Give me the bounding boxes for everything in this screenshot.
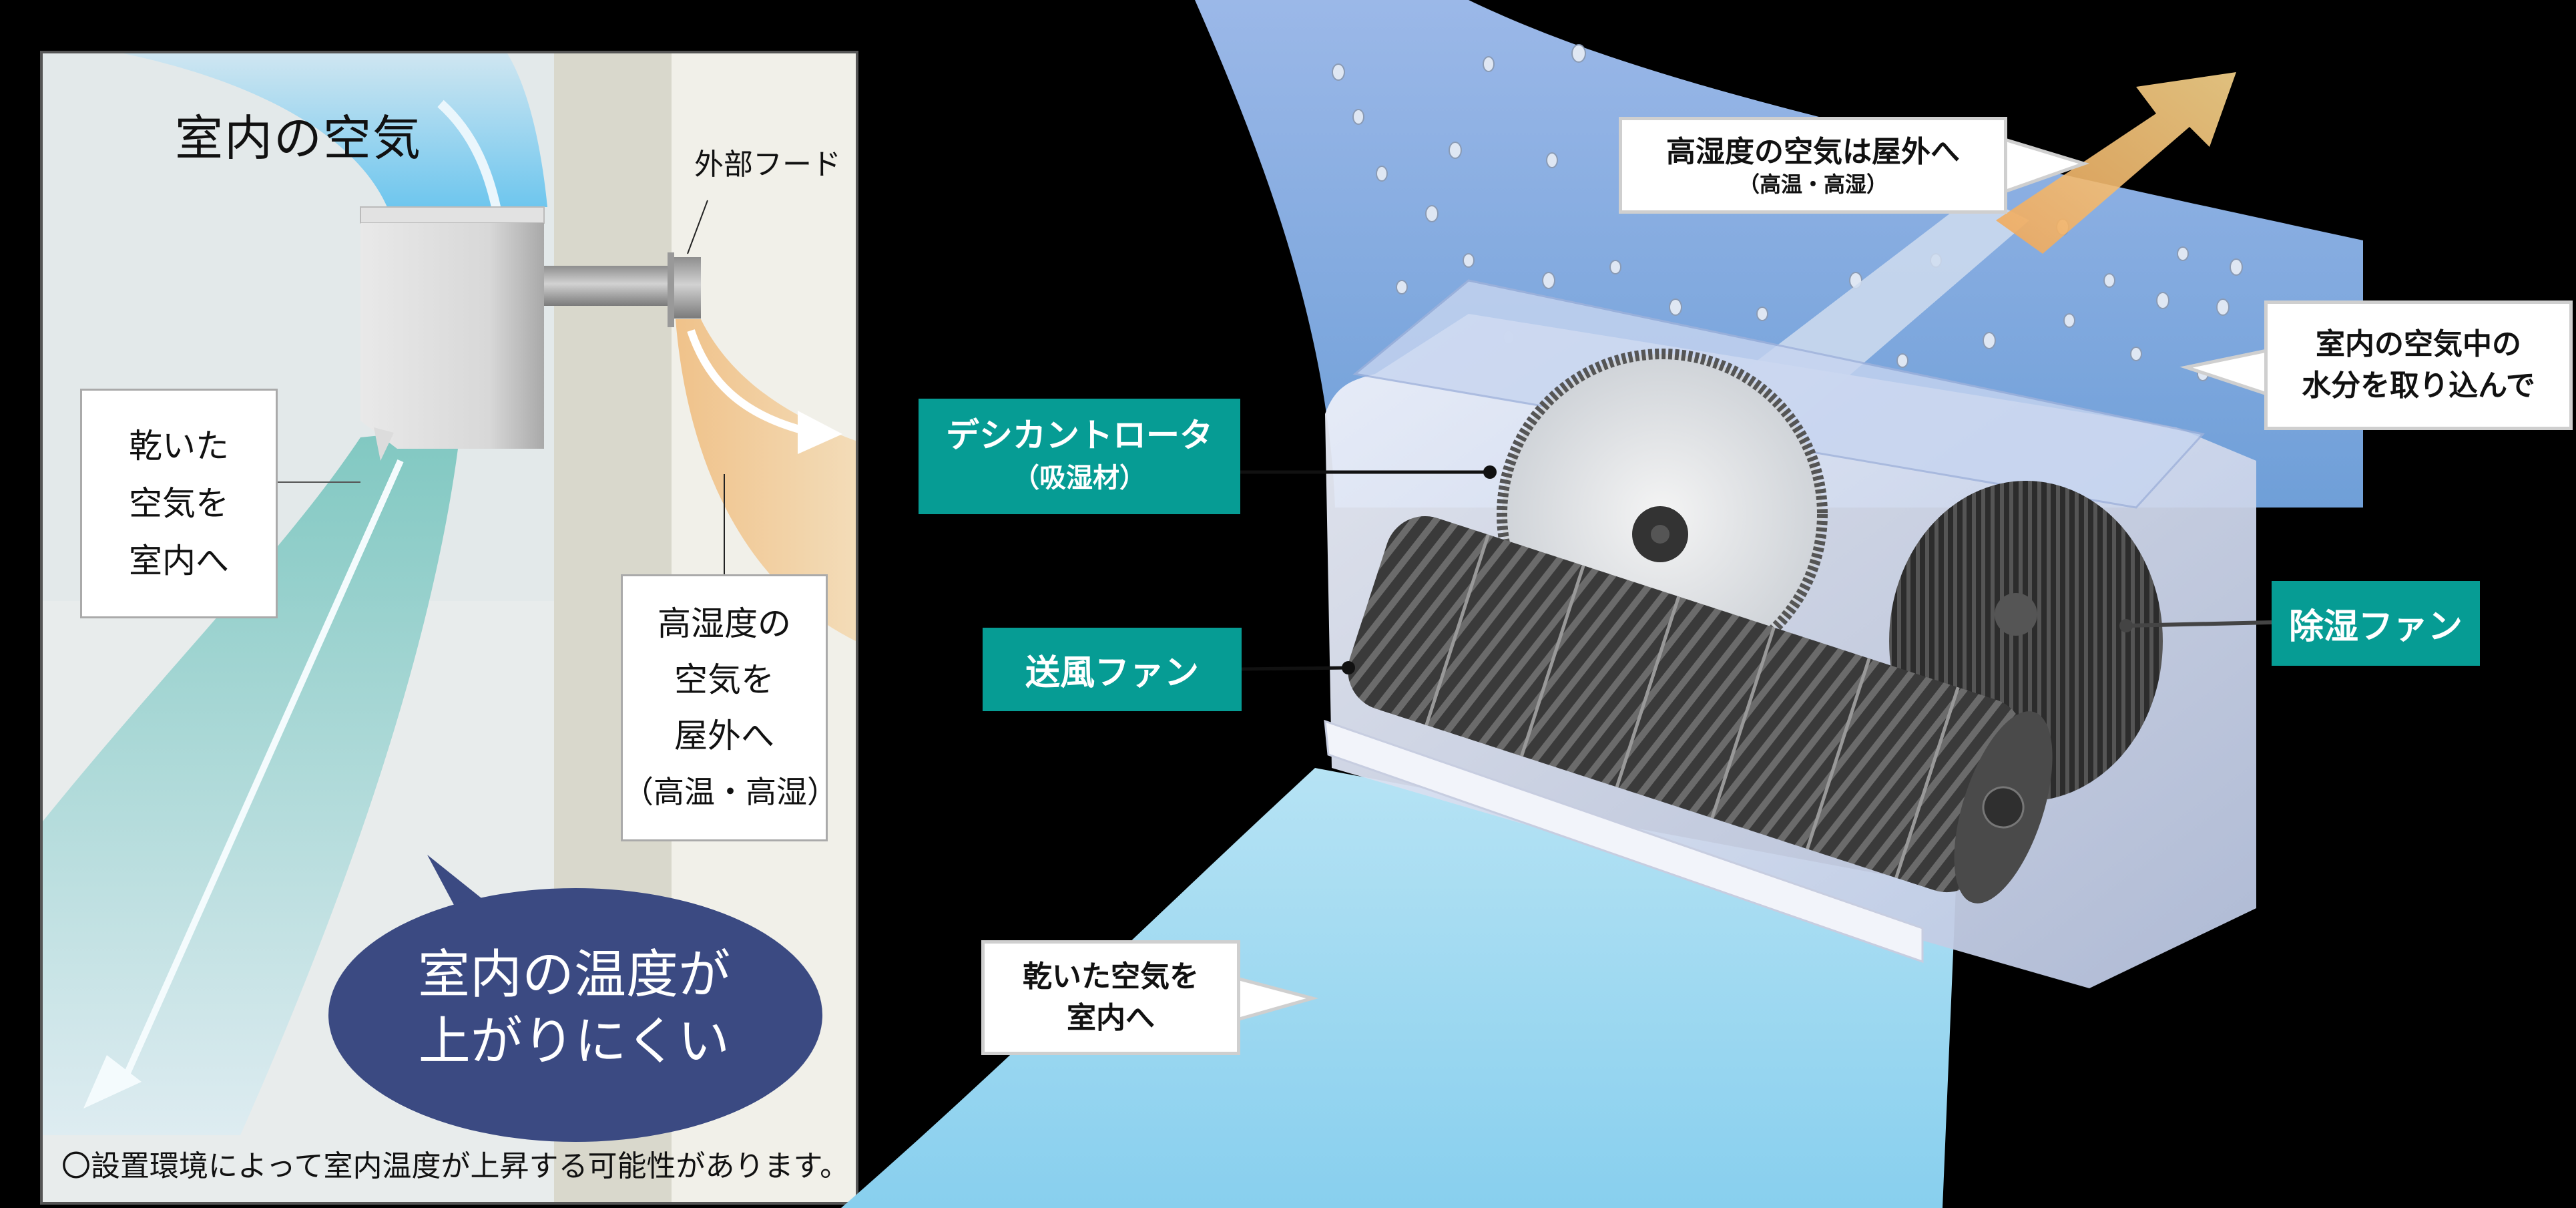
dry-air-box: 乾いた 空気を 室内へ	[80, 389, 278, 618]
footnote: 〇設置環境によって室内温度が上昇する可能性があります。	[61, 1149, 850, 1183]
dry-air-out-flow	[841, 768, 1956, 1208]
desiccant-rotor-sub: （吸湿材）	[1013, 462, 1146, 493]
dry-out-callout: 乾いた空気を 室内へ	[981, 940, 1240, 1055]
duct-pipe	[544, 266, 671, 306]
room-air-inflow	[123, 53, 547, 207]
intake-callout-line-1: 室内の空気中の	[2316, 327, 2521, 361]
humid-air-line-2: 空気を	[674, 660, 774, 699]
humid-air-line-3: 屋外へ	[674, 717, 774, 755]
dry-out-callout-line-1: 乾いた空気を	[1023, 960, 1199, 994]
dry-air-outflow	[43, 427, 461, 1135]
louver	[1324, 719, 1924, 964]
bubble-line-2: 上がりにくい	[418, 1012, 730, 1072]
bubble-line-1: 室内の温度が	[417, 945, 730, 1005]
humid-air-box: 高湿度の 空気を 屋外へ （高温・高湿）	[621, 574, 838, 841]
exhaust-arrow-icon	[1996, 72, 2236, 254]
ventilation-unit	[360, 223, 544, 449]
humid-air-line-1: 高湿度の	[658, 604, 791, 643]
dry-out-callout-line-2: 室内へ	[1067, 1001, 1155, 1035]
dry-air-line-1: 乾いた	[129, 427, 229, 465]
room-air-title: 室内の空気	[175, 110, 423, 166]
blower-fan-label: 送風ファン	[983, 628, 1242, 711]
intake-callout-line-2: 水分を取り込んで	[2302, 369, 2535, 403]
speech-bubble	[328, 888, 822, 1142]
dry-air-line-2: 空気を	[129, 484, 229, 523]
exhaust-callout: 高湿度の空気は屋外へ （高温・高湿）	[1619, 117, 2007, 214]
external-hood	[674, 257, 701, 319]
intake-callout: 室内の空気中の 水分を取り込んで	[2264, 300, 2573, 430]
humid-air-sub: （高温・高湿）	[623, 774, 838, 810]
dehumidifying-fan-label: 除湿ファン	[2272, 581, 2480, 666]
dry-air-line-3: 室内へ	[129, 542, 229, 580]
dry-air-arrow-icon	[83, 1055, 142, 1109]
speech-bubble-text: 室内の温度が 上がりにくい	[347, 942, 801, 1075]
desiccant-rotor-title: デシカントロータ	[946, 415, 1213, 455]
external-hood-label: 外部フード	[694, 148, 841, 182]
exhaust-callout-sub: （高温・高湿）	[1738, 171, 1888, 197]
blower-fan	[1348, 516, 2053, 903]
desiccant-rotor-label: デシカントロータ （吸湿材）	[919, 399, 1240, 514]
outflow-arrow-icon	[798, 411, 842, 454]
exhaust-callout-main: 高湿度の空気は屋外へ	[1666, 134, 1960, 169]
humid-air-outflow	[676, 319, 856, 641]
